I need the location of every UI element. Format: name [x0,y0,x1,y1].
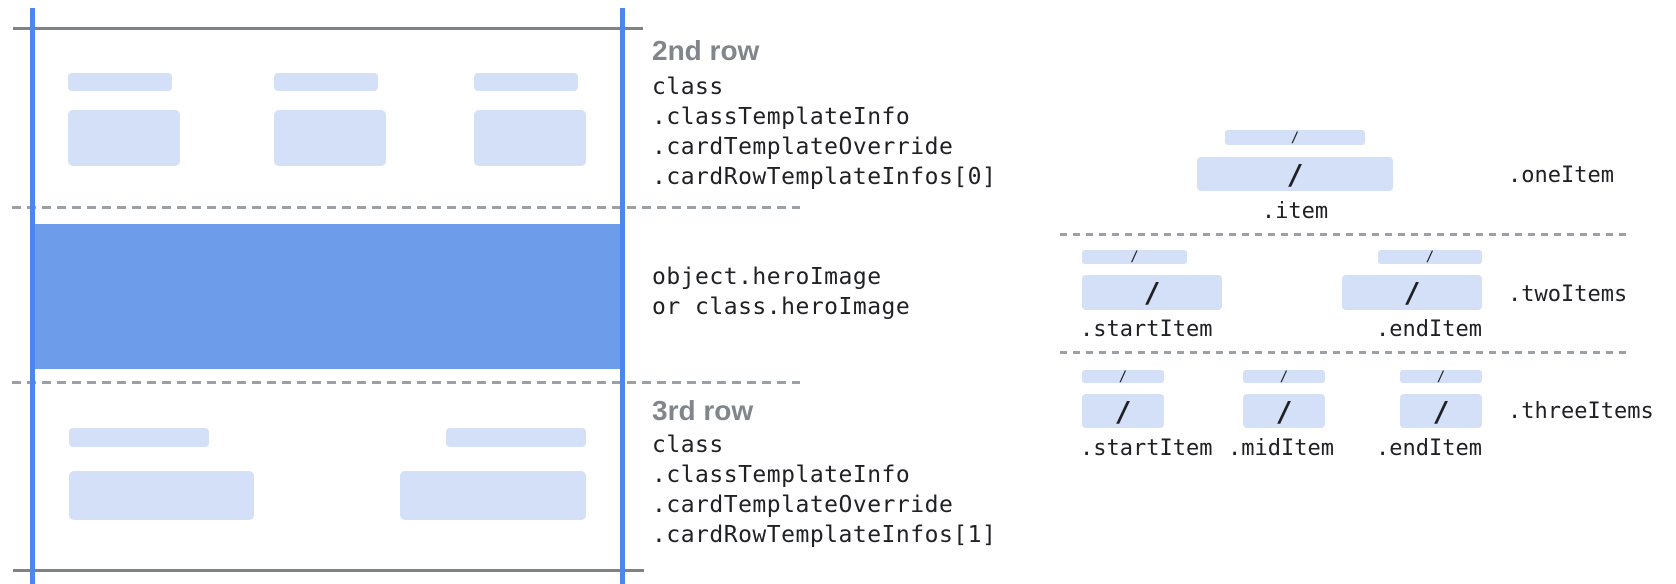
card-bottom-boundary-line [13,569,644,572]
card-right-guide-line [620,8,625,584]
oneitem-label-bar: / [1225,129,1365,146]
row2-item1-label-placeholder [68,73,172,91]
twoitems-start-value-bar: / [1082,275,1222,310]
slash-glyph: / [1143,276,1161,309]
hero-code-block: object.heroImage or class.heroImage [652,262,910,322]
slash-glyph: / [1290,129,1300,146]
code-line: .cardTemplateOverride [652,492,954,518]
threeitems-side-label: .threeItems [1508,399,1654,424]
card-left-guide-line [30,8,35,584]
row3-start-value-placeholder [69,471,254,520]
twoitems-start-label-bar: / [1082,249,1187,265]
slash-glyph: / [1114,394,1132,428]
code-line: or class.heroImage [652,294,911,320]
slash-glyph: / [1130,249,1139,265]
threeitems-start-value-bar: / [1082,394,1164,428]
code-line: class [652,432,724,458]
threeitems-mid-value-bar: / [1243,394,1325,428]
hero-image-band [35,224,621,369]
code-line: .classTemplateInfo [652,104,911,130]
threeitems-start-label-bar: / [1082,368,1164,385]
twoitems-end-value-bar: / [1342,275,1482,310]
row3-end-label-placeholder [446,428,586,447]
enditem-label: .endItem [1376,436,1482,461]
twoitems-end-label-bar: / [1378,249,1482,265]
slash-glyph: / [1118,368,1128,385]
slash-glyph: / [1403,276,1421,309]
code-line: .classTemplateInfo [652,462,911,488]
threeitems-end-label-bar: / [1400,368,1482,385]
code-line: .cardRowTemplateInfos[0] [652,164,997,190]
row3-end-value-placeholder [400,471,586,520]
row2-item2-label-placeholder [274,73,378,91]
slash-glyph: / [1436,368,1446,385]
code-line: .cardRowTemplateInfos[1] [652,522,997,548]
row2-item3-label-placeholder [474,73,578,91]
slash-glyph: / [1425,249,1435,265]
card-top-boundary-line [13,27,643,30]
item-label: .item [1261,199,1329,224]
hero-row3-divider-dashed-line [12,381,800,384]
row3-code-block: class .classTemplateInfo .cardTemplateOv… [652,430,996,550]
enditem-label: .endItem [1376,317,1482,342]
code-line: object.heroImage [652,264,882,290]
threeitems-end-value-bar: / [1400,394,1482,428]
code-line: class [652,74,724,100]
miditem-label: .midItem [1228,436,1334,461]
row3-heading: 3rd row [652,395,754,426]
row2-code-block: class .classTemplateInfo .cardTemplateOv… [652,72,996,192]
oneitem-side-label: .oneItem [1508,163,1614,188]
row2-heading: 2nd row [652,35,760,66]
slash-glyph: / [1432,394,1450,428]
slash-glyph: / [1275,394,1293,428]
slash-glyph: / [1286,157,1304,191]
startitem-label: .startItem [1080,317,1213,342]
twoitems-side-label: .twoItems [1508,282,1628,307]
oneitem-twoitems-divider-dashed-line [1060,233,1632,236]
threeitems-mid-label-bar: / [1243,368,1325,385]
row2-item3-value-placeholder [474,110,586,166]
oneitem-value-bar: / [1197,157,1393,191]
slash-glyph: / [1279,368,1289,385]
row2-hero-divider-dashed-line [12,206,800,209]
code-line: .cardTemplateOverride [652,134,954,160]
row2-item2-value-placeholder [274,110,386,166]
startitem-label: .startItem [1080,436,1213,461]
row2-item1-value-placeholder [68,110,180,166]
twoitems-threeitems-divider-dashed-line [1060,351,1632,354]
row3-start-label-placeholder [69,428,209,447]
